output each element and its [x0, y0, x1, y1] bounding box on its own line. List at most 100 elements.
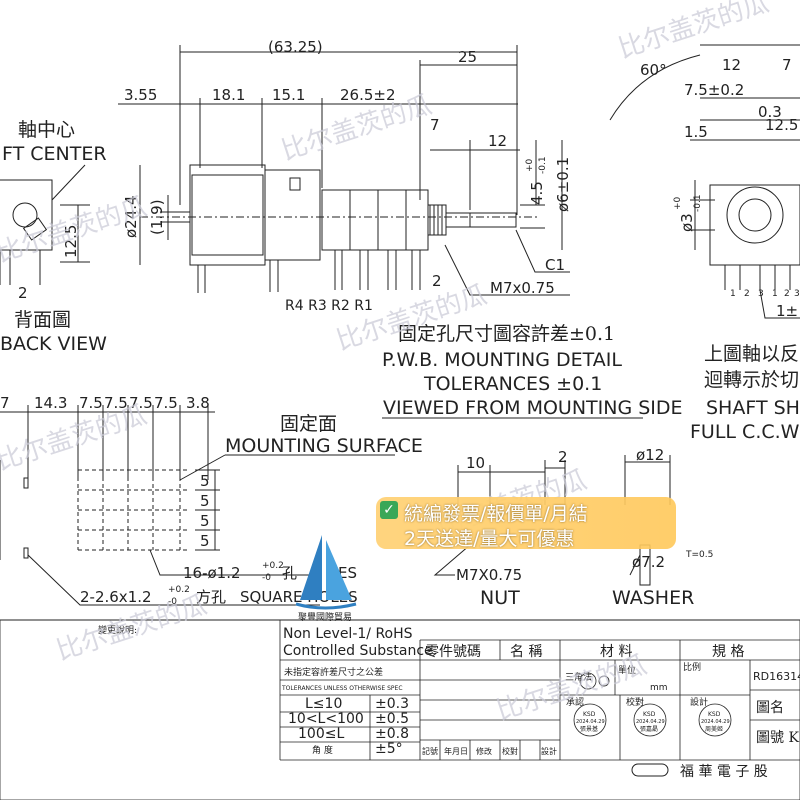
stamp-check-person: 張嘉勗 [640, 725, 658, 733]
rv-dim-3-tol-top: +0 [673, 196, 683, 210]
rv-dim-1: 1± [776, 302, 798, 320]
tol-range-1: L≤10 [305, 696, 342, 712]
dim-3-55: 3.55 [124, 86, 157, 104]
header-spec: 規 格 [712, 644, 744, 660]
rv-pin-2a: 2 [744, 289, 750, 299]
dim-4-5-tol-bot: -0.1 [538, 156, 548, 174]
stamp-check-date: 2024.04.29 [636, 719, 665, 725]
dim-2: 2 [432, 272, 442, 290]
pwb-title-en1: P.W.B. MOUNTING DETAIL [382, 349, 622, 371]
grid-dim-7-5d: 7.5 [154, 394, 178, 412]
dim-26-5: 26.5±2 [340, 86, 396, 104]
header-part-no: 零件號碼 [425, 644, 481, 660]
rv-note-en2: FULL C.C.W [690, 421, 800, 443]
rv-dim-3-tol-bot: -0.1 [693, 194, 703, 212]
dim-7: 7 [430, 116, 440, 134]
stamp-approve-name: KSD [583, 711, 596, 718]
dim-18-1: 18.1 [212, 86, 245, 104]
dim-1-9: (1.9) [148, 199, 166, 235]
rev-col-2: 年月日 [444, 746, 468, 756]
washer-dim-12: ø12 [636, 446, 664, 464]
square-holes-cn: 方孔 [196, 588, 226, 606]
pwb-title-en2: TOLERANCES ±0.1 [423, 373, 602, 395]
grid-dim-7-5b: 7.5 [104, 394, 128, 412]
mounting-surface-cn: 固定面 [280, 413, 337, 435]
front-view [609, 44, 800, 319]
promo-banner: ✓ 統編發票/報價單/月結 2天送達/量大可優惠 [376, 497, 676, 550]
check-label: 校對 [626, 696, 644, 708]
approve-label: 承認 [566, 696, 584, 708]
back-view [0, 164, 90, 285]
rv-note-cn2: 迴轉示於切 [704, 369, 799, 391]
rv-pin-2b: 2 [784, 289, 790, 299]
stamp-design-name: KSD [708, 711, 721, 718]
tol-en: TOLERANCES UNLESS OTHERWISE SPEC [281, 685, 403, 692]
company-name: 福 華 電 子 股 [680, 764, 768, 780]
tol-range-2: 10<L<100 [288, 711, 364, 727]
side-view-body [140, 164, 540, 293]
promo-line-2: 2天送達/量大可優惠 [404, 528, 575, 550]
nut-dim-2: 2 [558, 448, 568, 466]
holes-tail: 孔 [282, 564, 297, 582]
grid-dim-5d: 5 [200, 532, 210, 550]
third-angle: 三角法 [565, 671, 592, 683]
rv-pin-1b: 1 [772, 289, 778, 299]
nut-dim-10: 10 [466, 454, 485, 472]
holes-label: 16-ø1.2 [183, 564, 241, 582]
title-block-lines [0, 619, 800, 800]
holes-tol-bot: -0 [262, 573, 271, 583]
stamp-design-date: 2024.04.29 [701, 719, 730, 725]
shaft-center-en: FT CENTER [2, 143, 107, 165]
unit-value: mm [650, 683, 668, 693]
rv-pin-1a: 1 [730, 289, 736, 299]
pwb-title-en3: VIEWED FROM MOUNTING SIDE [383, 397, 683, 419]
grid-dim-7-5a: 7.5 [79, 394, 103, 412]
design-label: 設計 [690, 696, 708, 708]
nut-label: NUT [480, 587, 520, 609]
sailboat-logo [295, 535, 357, 610]
shaft-center-cn: 軸中心 [18, 119, 75, 141]
washer-dim-7-2: ø7.2 [632, 553, 665, 571]
grid-dim-3-8: 3.8 [186, 394, 210, 412]
drawing-number: 圖號 K [756, 730, 799, 746]
dim-12: 12 [488, 132, 507, 150]
angle-60: 60° [640, 61, 667, 79]
rv-dim-1-5: 1.5 [684, 123, 708, 141]
tol-range-4: 角 度 [312, 744, 333, 756]
nut-drawing [433, 460, 566, 576]
grid-dim-7: 7 [0, 394, 10, 412]
dim-overall: (63.25) [268, 38, 323, 56]
back-view-en: BACK VIEW [0, 333, 107, 355]
dim-dia-24-4: ø24.4 [122, 195, 140, 238]
dim-c1: C1 [545, 256, 565, 274]
rv-dim-dia-3: ø3 [678, 213, 696, 232]
stamp-design-person: 周美姬 [705, 725, 723, 733]
grid-dim-7-5c: 7.5 [129, 394, 153, 412]
rohs-line2: Controlled Substance [283, 643, 433, 659]
rv-dim-7-5: 7.5±0.2 [684, 81, 744, 99]
dim-4-5-tol-top: +0 [525, 158, 535, 172]
tol-val-2: ±0.5 [375, 711, 409, 727]
watermark-1: 比尔盖茨的瓜 [615, 0, 773, 65]
rv-dim-12-5: 12.5 [765, 116, 798, 134]
header-material: 材 料 [600, 644, 632, 660]
logo-text: 聚豐國際貿易 [298, 611, 352, 623]
rv-dim-7: 7 [782, 56, 792, 74]
holes-es: ES [338, 564, 357, 582]
drawing-name: 圖名 [756, 700, 784, 716]
side-view-dimensions [118, 45, 570, 296]
stamp-approve-date: 2024.04.29 [576, 719, 605, 725]
stamp-check-name: KSD [643, 711, 656, 718]
rv-dim-12: 12 [722, 56, 741, 74]
dim-dia-6: ø6±0.1 [554, 157, 572, 212]
square-tol-bot: -0 [168, 597, 177, 607]
rv-note-en1: SHAFT SH [706, 397, 800, 419]
change-note: 變更說明: [98, 624, 137, 636]
dim-25: 25 [458, 48, 477, 66]
dim-15-1: 15.1 [272, 86, 305, 104]
nut-thread: M7X0.75 [456, 566, 522, 584]
tol-range-3: 100≤L [298, 726, 344, 742]
back-dim-12-5: 12.5 [62, 225, 80, 258]
back-view-cn: 背面圖 [14, 309, 71, 331]
